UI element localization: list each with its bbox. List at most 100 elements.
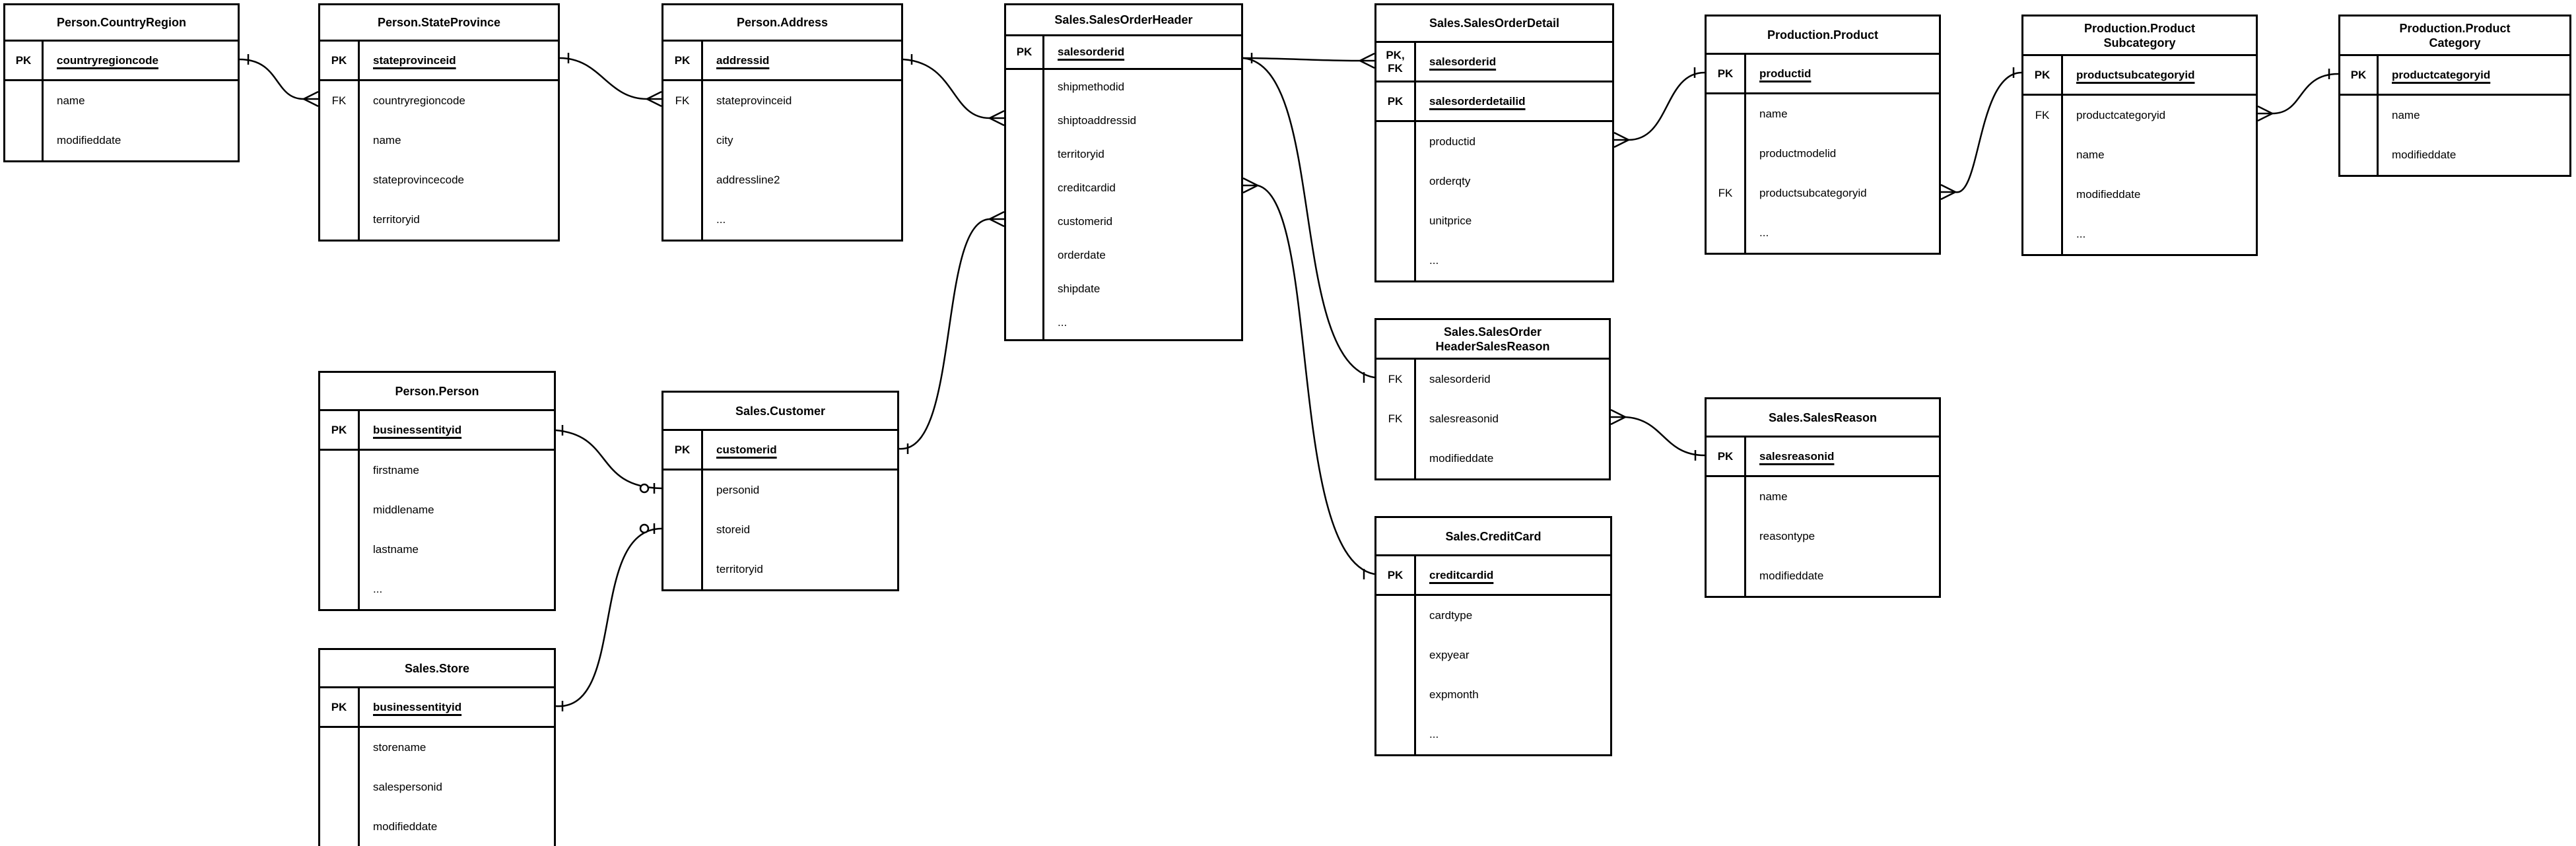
field-name: modifieddate [1429, 452, 1494, 465]
cardinality-marker [1242, 177, 1258, 187]
key-badge [320, 490, 360, 530]
field-cell: ... [703, 200, 901, 240]
table-row: shipmethodid [1006, 70, 1241, 104]
field-name: productmodelid [1759, 147, 1837, 160]
table-row: middlename [320, 490, 554, 530]
key-badge [1376, 201, 1416, 241]
field-name: territoryid [373, 213, 420, 226]
entity-title: Sales.Store [320, 650, 554, 688]
field-cell: ... [1416, 241, 1612, 280]
field-cell: businessentityid [360, 688, 554, 726]
key-badge: PK [2023, 56, 2063, 94]
key-badge [1707, 477, 1746, 517]
key-badge [1006, 306, 1044, 339]
field-name: ... [716, 213, 726, 226]
key-badge [2023, 135, 2063, 175]
relationship-line [1257, 184, 1375, 575]
key-badge [1707, 213, 1746, 253]
field-name: modifieddate [1759, 569, 1824, 582]
relationship-line [1242, 57, 1361, 62]
field-name: productsubcategoryid [2076, 68, 2195, 81]
cardinality-marker [1940, 191, 1956, 201]
key-badge [1006, 205, 1044, 238]
cardinality-marker [646, 98, 662, 108]
field-cell: customerid [703, 431, 897, 469]
table-row: orderdate [1006, 238, 1241, 272]
field-name: ... [1429, 254, 1439, 267]
cardinality-marker [989, 218, 1005, 228]
cardinality-marker [1359, 59, 1375, 69]
cardinality-marker [1613, 139, 1629, 148]
key-badge [1006, 70, 1044, 104]
key-badge: FK [1707, 174, 1746, 213]
field-name: salesorderdetailid [1429, 94, 1526, 108]
table-row: city [663, 121, 901, 160]
key-badge: FK [320, 81, 360, 121]
key-badge: FK [663, 81, 703, 121]
field-cell: countryregioncode [44, 42, 238, 79]
table-row: storeid [663, 510, 897, 550]
field-cell: productcategoryid [2063, 96, 2256, 135]
key-badge: PK [320, 42, 360, 79]
cardinality-marker [1613, 131, 1629, 141]
key-badge [1376, 162, 1416, 201]
relationship-line [1242, 57, 1375, 379]
field-name: ... [2076, 228, 2086, 240]
table-row: personid [663, 471, 897, 510]
table-row: expyear [1376, 635, 1610, 675]
field-name: modifieddate [2392, 148, 2457, 161]
field-name: cardtype [1429, 609, 1473, 622]
relationship-sales_customer-sales_salesorderheader [898, 211, 1005, 454]
table-row: modifieddate [1376, 439, 1609, 478]
field-cell: name [2063, 135, 2256, 175]
field-name: addressline2 [716, 174, 780, 186]
cardinality-marker [646, 90, 662, 100]
key-badge: PK [320, 411, 360, 449]
table-row: modifieddate [320, 807, 554, 846]
field-name: storename [373, 741, 426, 754]
key-badge: PK [1376, 556, 1416, 594]
entity-title: Person.Person [320, 373, 554, 411]
key-badge [663, 471, 703, 510]
key-badge [2023, 214, 2063, 254]
field-name: ... [1759, 226, 1769, 239]
field-cell: productmodelid [1746, 134, 1939, 174]
key-badge: FK [1376, 360, 1416, 399]
field-name: ... [373, 583, 383, 595]
key-badge [320, 807, 360, 846]
field-cell: stateprovinceid [703, 81, 901, 121]
field-name: shipdate [1058, 282, 1101, 295]
field-name: name [1759, 490, 1788, 503]
table-row: stateprovincecode [320, 160, 558, 200]
key-badge [1006, 238, 1044, 272]
entity-title: Sales.SalesReason [1707, 399, 1939, 438]
entity-title: Sales.Customer [663, 393, 897, 431]
field-cell: salesorderid [1416, 360, 1609, 399]
table-row: productid [1376, 122, 1612, 162]
entity-title: Sales.CreditCard [1376, 518, 1610, 556]
entity-title: Production.Product [1707, 16, 1939, 55]
key-badge [1376, 241, 1416, 280]
field-name: reasontype [1759, 530, 1815, 542]
field-cell: productcategoryid [2379, 56, 2569, 94]
field-name: storeid [716, 523, 751, 536]
table-row: name [2340, 96, 2569, 135]
field-cell: ... [2063, 214, 2256, 254]
